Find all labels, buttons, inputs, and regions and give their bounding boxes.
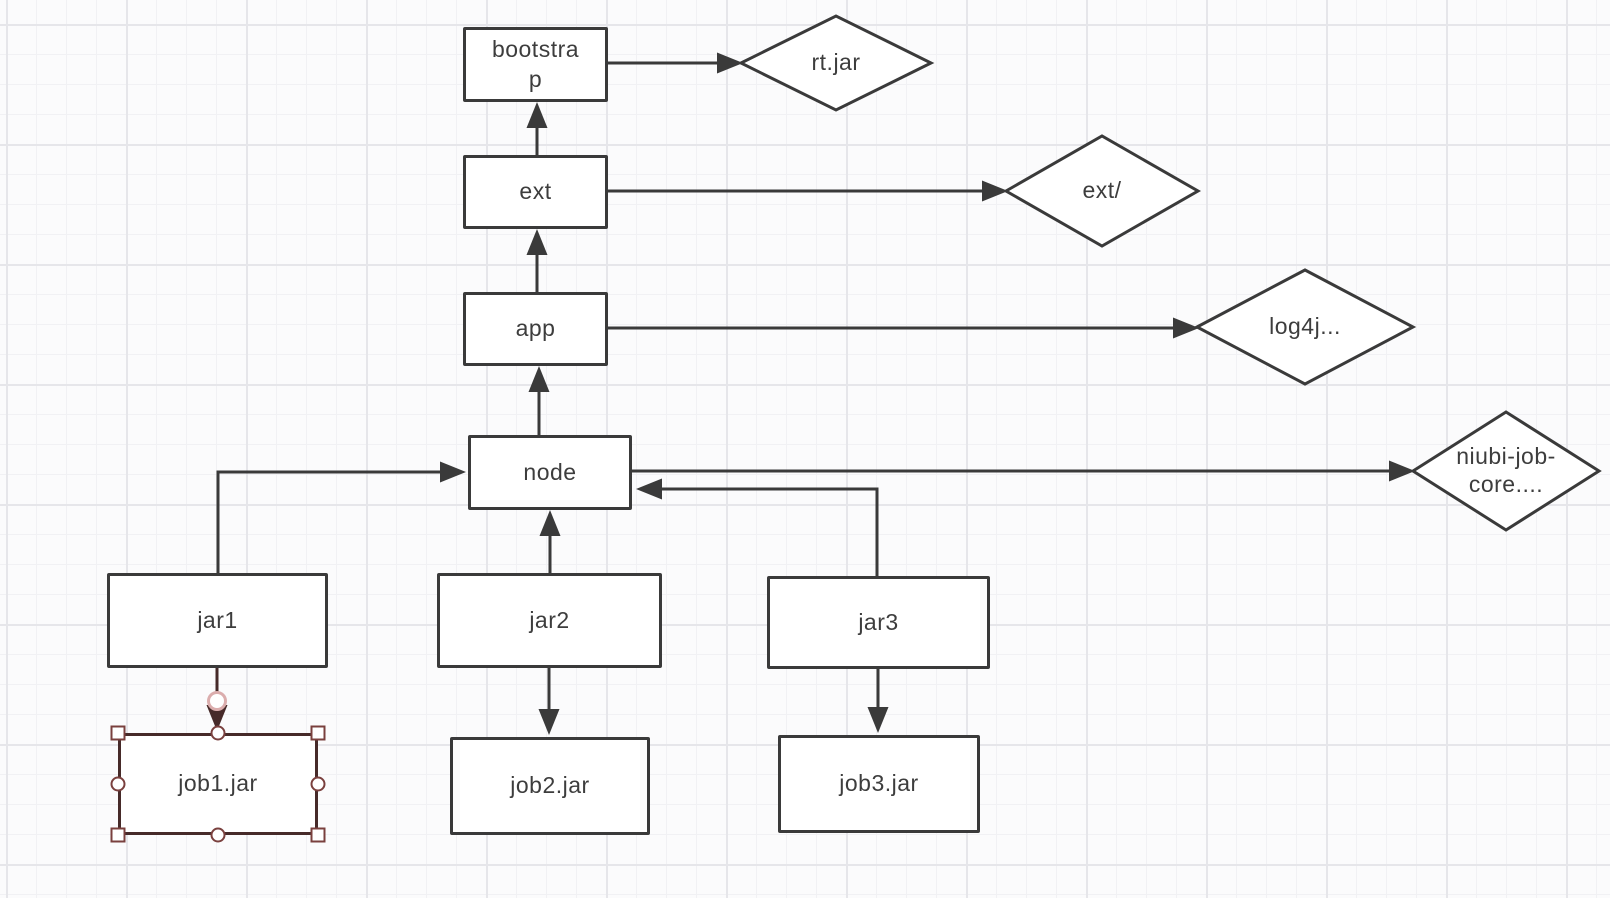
edge-app-ext[interactable] <box>526 229 548 292</box>
arrowhead-icon <box>526 229 548 255</box>
node-label-text: ext <box>519 178 552 205</box>
edge-ext-extdir[interactable] <box>608 180 1008 202</box>
node-ext[interactable]: ext <box>463 155 608 229</box>
node-label-text: job3.jar <box>839 770 919 797</box>
arrowhead-icon <box>538 709 560 735</box>
resize-handle-e[interactable] <box>310 776 326 792</box>
arrowhead-icon <box>717 52 743 74</box>
arrowhead-icon <box>636 478 662 500</box>
node-bootstrap[interactable]: bootstrap <box>463 27 608 102</box>
node-extdir[interactable] <box>1002 134 1202 248</box>
resize-handle-nw[interactable] <box>110 725 126 741</box>
node-log4j[interactable] <box>1193 268 1417 386</box>
resize-handle-se[interactable] <box>310 827 326 843</box>
arrowhead-icon <box>982 180 1008 202</box>
edge-jar3-node[interactable] <box>636 478 879 577</box>
node-rtjar[interactable] <box>737 14 935 112</box>
node-label-text: jar1 <box>197 606 238 633</box>
resize-handle-w[interactable] <box>110 776 126 792</box>
node-label-text: node <box>523 458 577 485</box>
edge-jar1-node[interactable] <box>216 461 466 574</box>
edge-node-app[interactable] <box>528 366 550 435</box>
edge-app-log4j[interactable] <box>608 317 1199 339</box>
node-app[interactable]: app <box>463 292 608 366</box>
node-label-text: job1.jar <box>178 770 258 797</box>
arrowhead-icon <box>539 510 561 536</box>
edge-jar3-job3[interactable] <box>867 669 889 733</box>
arrowhead-icon <box>528 366 550 392</box>
arrowhead-icon <box>1173 317 1199 339</box>
node-jar1[interactable]: jar1 <box>107 573 328 668</box>
node-label-text: jar3 <box>858 608 899 635</box>
node-job3[interactable]: job3.jar <box>778 735 980 833</box>
resize-handle-sw[interactable] <box>110 827 126 843</box>
node-niubi[interactable] <box>1410 410 1602 532</box>
edge-node-niubi[interactable] <box>632 460 1415 482</box>
arrowhead-icon <box>1389 460 1415 482</box>
node-label-text: bootstrap <box>491 35 580 92</box>
node-job2[interactable]: job2.jar <box>450 737 650 835</box>
edge-jar2-node[interactable] <box>539 510 561 573</box>
edge-jar2-job2[interactable] <box>538 668 560 735</box>
arrowhead-icon <box>206 705 228 731</box>
arrowhead-icon <box>440 461 466 483</box>
node-jar3[interactable]: jar3 <box>767 576 990 669</box>
node-label-text: job2.jar <box>510 772 590 799</box>
connector-endpoint-handle[interactable] <box>207 691 227 711</box>
edge-ext-bootstrap[interactable] <box>526 102 548 155</box>
resize-handle-n[interactable] <box>210 725 226 741</box>
resize-handle-ne[interactable] <box>310 725 326 741</box>
node-label-text: jar2 <box>529 606 570 633</box>
node-node[interactable]: node <box>468 435 632 510</box>
arrowhead-icon <box>867 707 889 733</box>
node-label-text: app <box>515 315 556 342</box>
resize-handle-s[interactable] <box>210 827 226 843</box>
arrowhead-icon <box>526 102 548 128</box>
node-jar2[interactable]: jar2 <box>437 573 662 668</box>
edge-bootstrap-rtjar[interactable] <box>608 52 743 74</box>
